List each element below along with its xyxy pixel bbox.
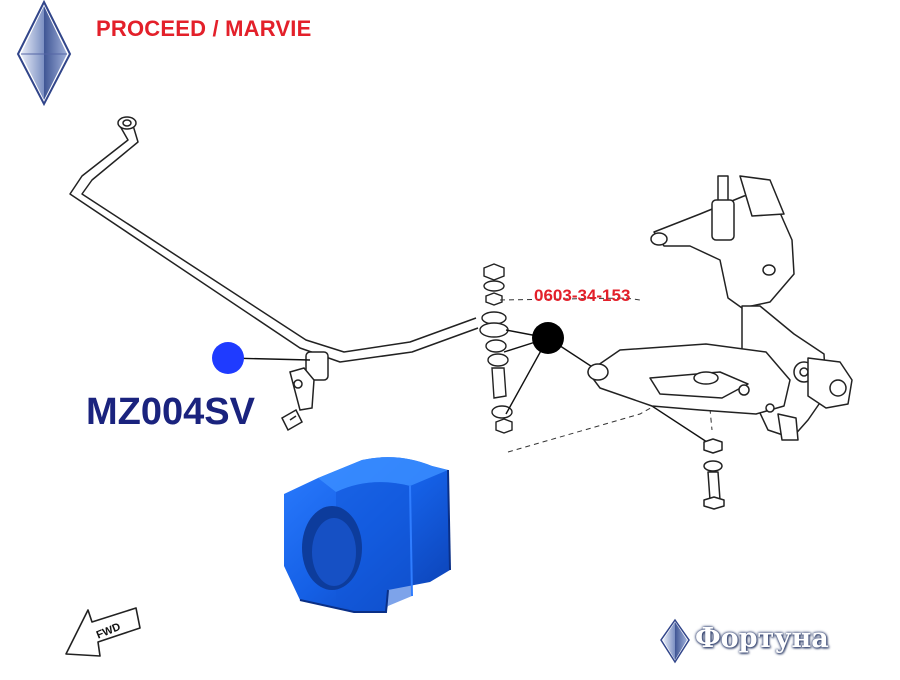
end-link-stack [479, 263, 513, 434]
small-diamond-logo [660, 618, 690, 664]
brand-name: Фортуна [695, 623, 829, 654]
blue-diamond-logo [16, 0, 72, 107]
fwd-arrow-icon: FWD [65, 607, 141, 657]
page-title: PROCEED / MARVIE [96, 16, 312, 41]
blue-dot-marker [212, 342, 244, 374]
stabilizer-bar [69, 116, 479, 363]
bushing-product-image [284, 457, 451, 613]
control-arm-assembly [587, 175, 853, 510]
bar-bushing-bracket [281, 351, 329, 432]
part-number-label: 0603-34-153 [534, 286, 631, 305]
black-dot-marker [532, 322, 564, 354]
product-code-label: MZ004SV [86, 391, 255, 433]
